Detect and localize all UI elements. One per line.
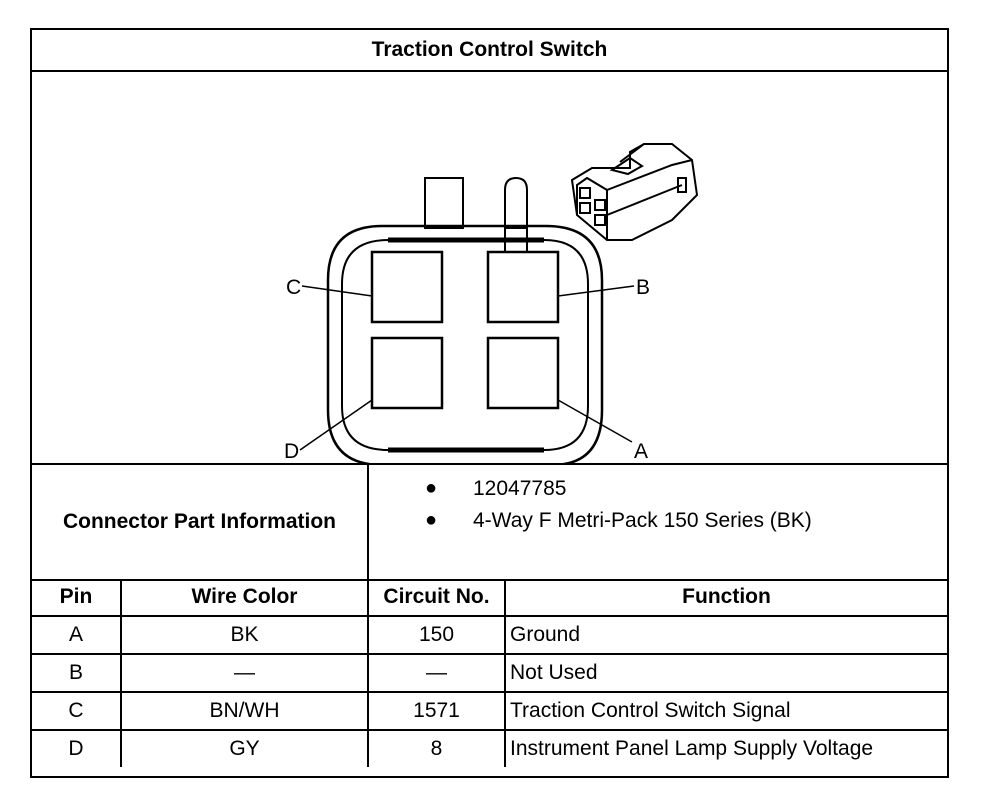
pin-cell: B — [32, 653, 122, 693]
pin-table: Pin Wire Color Circuit No. Function A BK… — [32, 579, 947, 767]
pin-label-b: B — [636, 276, 650, 299]
function-cell: Ground — [504, 615, 947, 655]
wire-color-cell: — — [120, 653, 369, 693]
connector-3d-view-icon — [570, 143, 699, 241]
bullet-icon: ● — [425, 509, 438, 531]
table-row: D GY 8 Instrument Panel Lamp Supply Volt… — [32, 729, 947, 767]
header-function: Function — [504, 579, 947, 617]
connector-part-info: Connector Part Information ● 12047785 ● … — [32, 465, 947, 581]
pin-cell: C — [32, 691, 122, 731]
header-wire-color: Wire Color — [120, 579, 369, 617]
connector-diagram: C B D A — [32, 70, 947, 465]
part-description: 4-Way F Metri-Pack 150 Series (BK) — [473, 509, 812, 532]
table-row: B — — Not Used — [32, 653, 947, 693]
pin-cell: D — [32, 729, 122, 767]
wire-color-cell: GY — [120, 729, 369, 767]
cavity-a — [486, 336, 560, 410]
pin-label-a: A — [634, 440, 648, 463]
page-title: Traction Control Switch — [32, 30, 947, 72]
function-cell: Not Used — [504, 653, 947, 693]
cavity-b — [486, 250, 560, 324]
function-cell: Traction Control Switch Signal — [504, 691, 947, 731]
connector-info-sheet: Traction Control Switch — [30, 28, 949, 778]
bullet-icon: ● — [425, 477, 438, 499]
table-row: A BK 150 Ground — [32, 615, 947, 655]
header-pin: Pin — [32, 579, 122, 617]
circuit-cell: 8 — [367, 729, 506, 767]
part-info-item: ● 12047785 — [369, 477, 947, 509]
pin-table-header: Pin Wire Color Circuit No. Function — [32, 579, 947, 617]
pin-label-c: C — [286, 276, 301, 299]
connector-body-outline — [326, 224, 604, 463]
part-info-item: ● 4-Way F Metri-Pack 150 Series (BK) — [369, 509, 947, 541]
part-info-list: ● 12047785 ● 4-Way F Metri-Pack 150 Seri… — [369, 465, 947, 579]
function-cell: Instrument Panel Lamp Supply Voltage — [504, 729, 947, 767]
wire-color-cell: BK — [120, 615, 369, 655]
wire-color-cell: BN/WH — [120, 691, 369, 731]
pin-cell: A — [32, 615, 122, 655]
part-number: 12047785 — [473, 477, 567, 500]
circuit-cell: 150 — [367, 615, 506, 655]
part-info-label: Connector Part Information — [32, 465, 369, 579]
header-circuit-no: Circuit No. — [367, 579, 506, 617]
connector-face-svg: C B D A — [284, 143, 699, 463]
pin-label-d: D — [284, 440, 299, 463]
cavity-d — [370, 336, 444, 410]
cavity-c — [370, 250, 444, 324]
leader-lines — [299, 285, 635, 451]
circuit-cell: — — [367, 653, 506, 693]
circuit-cell: 1571 — [367, 691, 506, 731]
table-row: C BN/WH 1571 Traction Control Switch Sig… — [32, 691, 947, 731]
